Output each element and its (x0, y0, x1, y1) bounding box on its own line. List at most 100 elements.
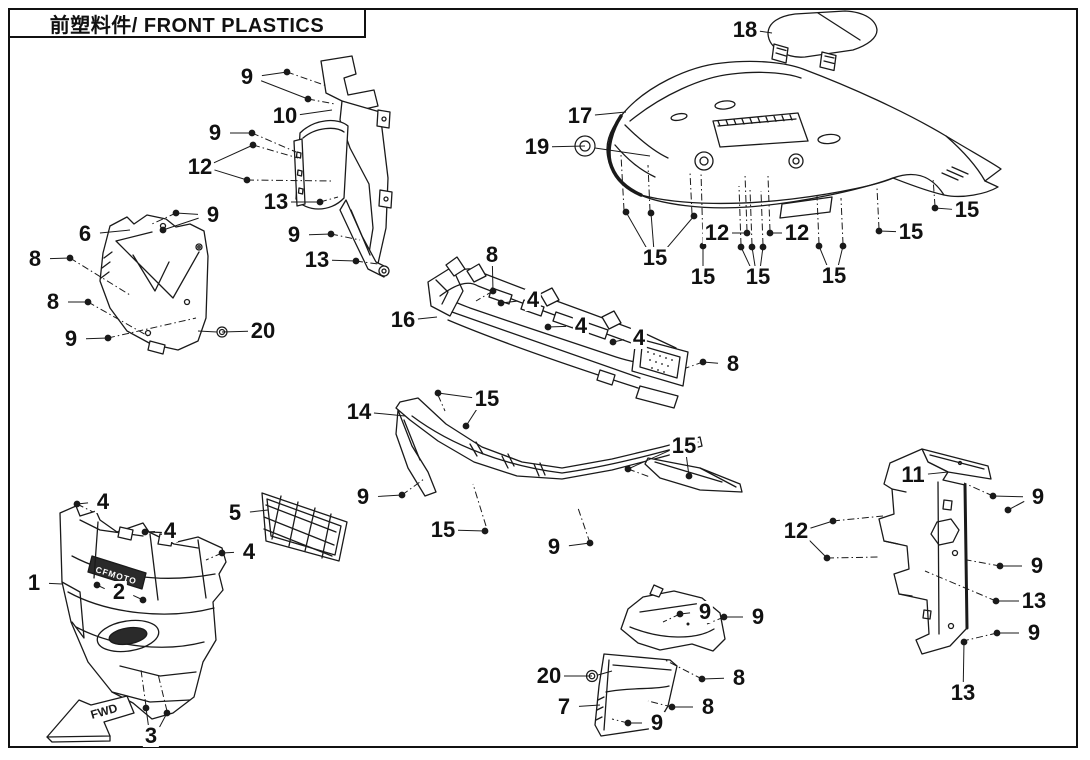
screw-dot (139, 596, 147, 604)
alignment-dash-line (355, 260, 379, 265)
screw-dot (163, 709, 171, 717)
alignment-dash-line (475, 290, 494, 302)
screw-dot (759, 243, 767, 251)
screw-dot (815, 242, 823, 250)
alignment-dash-line (620, 154, 625, 211)
leader-line (260, 80, 309, 100)
alignment-dash-line (107, 317, 197, 339)
screw-dot (737, 243, 745, 251)
leader-line (650, 212, 655, 248)
leader-line (373, 412, 406, 417)
leader-line (810, 520, 834, 529)
screw-dot (93, 581, 101, 589)
leader-line (437, 392, 473, 399)
screw-dot (622, 208, 630, 216)
screw-dot (544, 323, 552, 331)
alignment-dash-line (738, 185, 742, 246)
screw-dot (685, 472, 693, 480)
alignment-dash-line (330, 233, 361, 241)
screw-dot (434, 389, 442, 397)
screw-dot (875, 227, 883, 235)
screw-dot (1004, 506, 1012, 514)
leader-line (818, 245, 828, 267)
alignment-dash-line (749, 188, 753, 246)
alignment-dash-line (246, 179, 335, 182)
screw-dot (839, 242, 847, 250)
leader-line (627, 449, 671, 470)
leader-line (927, 471, 949, 475)
page-title: 前塑料件/ FRONT PLASTICS (49, 14, 325, 37)
leader-line (625, 211, 648, 249)
alignment-dash-line (832, 515, 884, 522)
alignment-dash-line (840, 197, 844, 245)
alignment-dash-line (689, 171, 693, 215)
title-block: 前塑料件/ FRONT PLASTICS (8, 8, 366, 38)
alignment-dash-line (760, 190, 764, 246)
alignment-dash-line (140, 669, 147, 707)
part-17-hood-cover-drawing (606, 60, 1002, 219)
alignment-dash-line (685, 361, 704, 369)
leader-line (249, 509, 269, 513)
leader-line (48, 582, 63, 585)
screw-dot (690, 212, 698, 220)
leader-line (759, 30, 773, 34)
alignment-dash-line (401, 478, 425, 496)
alignment-dash-line (744, 173, 748, 232)
screw-dot (609, 338, 617, 346)
part-6-left-bracket-panel-drawing (99, 214, 209, 355)
alignment-dash-line (627, 468, 651, 478)
screw-dot (159, 226, 167, 234)
alignment-dash-line (205, 552, 223, 561)
part-5-grille-insert-drawing (261, 492, 348, 562)
leader-line (197, 330, 218, 333)
alignment-dash-line (69, 257, 131, 296)
alignment-dash-line (963, 482, 994, 497)
part-14-front-trim-strip-drawing (395, 397, 743, 497)
alignment-dash-line (664, 659, 703, 680)
alignment-dash-line (932, 177, 936, 207)
leader-line (308, 233, 332, 236)
screw-dot (481, 527, 489, 535)
part-18-access-lid-drawing (767, 10, 878, 72)
leader-line (992, 495, 1024, 498)
callout-graphics (48, 30, 1025, 728)
diagram-border (8, 8, 1078, 748)
leader-line (213, 144, 254, 164)
leader-line (465, 407, 479, 427)
leader-line (299, 109, 333, 116)
leader-line (962, 641, 965, 683)
ring-nut-inner (218, 328, 226, 336)
alignment-dash-line (319, 196, 339, 203)
screw-dot (142, 704, 150, 712)
leader-line (701, 677, 725, 680)
screw-dot (748, 243, 756, 251)
ring-nut-inner (588, 672, 596, 680)
screw-dot (960, 638, 968, 646)
alignment-dash-line (826, 556, 881, 559)
leader-line (594, 147, 651, 157)
alignment-dash-line (157, 673, 168, 712)
screw-dot (766, 229, 774, 237)
alignment-dash-line (151, 212, 177, 225)
screw-dot (141, 528, 149, 536)
alignment-dash-line (307, 98, 336, 105)
part-10-left-upper-panel-drawing (293, 55, 393, 278)
leader-line (214, 169, 248, 181)
leader-line (594, 111, 627, 116)
fwd-direction-arrow: FWD (46, 695, 135, 743)
alignment-dash-line (700, 171, 704, 245)
screw-dot (647, 209, 655, 217)
alignment-dash-line (87, 301, 149, 337)
alignment-dash-line (816, 195, 820, 245)
leader-line (578, 704, 601, 707)
alignment-dash-line (876, 187, 880, 230)
leader-line (457, 529, 486, 532)
alignment-dash-line (437, 394, 446, 412)
leader-line (331, 259, 357, 262)
leader-line (175, 212, 199, 215)
ring-nut-inner (579, 140, 591, 152)
ring-nut (585, 669, 599, 683)
leader-line (740, 246, 752, 268)
alignment-dash-line (611, 718, 629, 724)
